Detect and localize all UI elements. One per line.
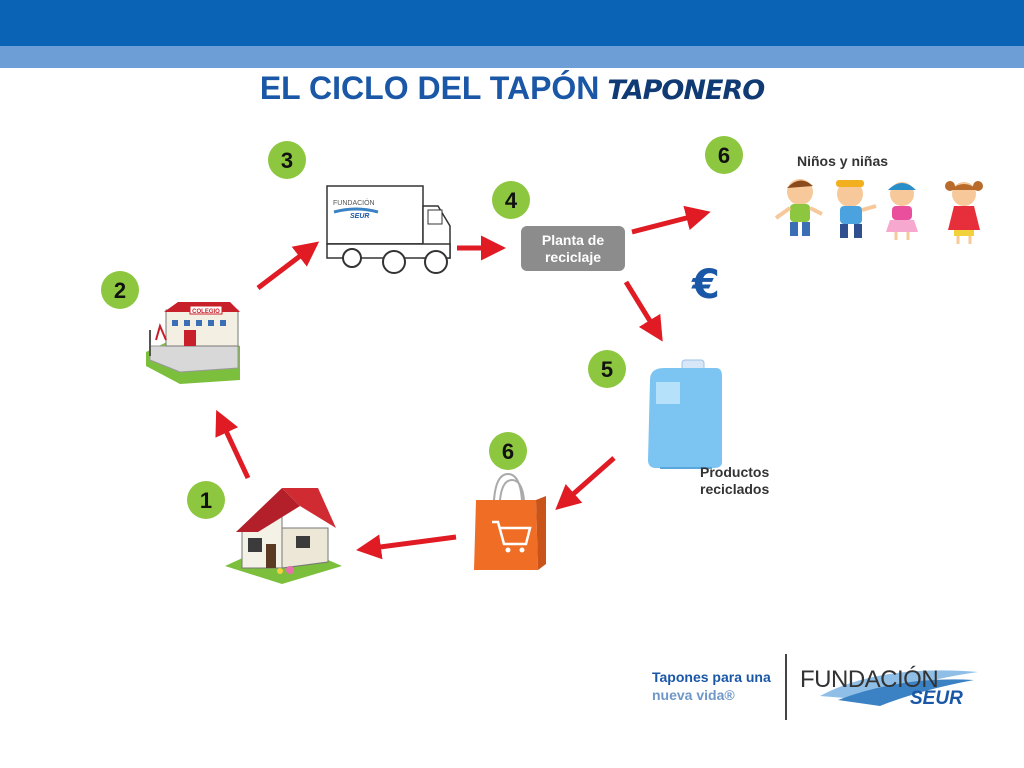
arrow-plant-to-products (623, 280, 663, 342)
flow-arrows (215, 205, 711, 560)
arrow-house-to-school (215, 409, 251, 480)
arrow-shop-to-house (356, 534, 457, 560)
arrow-plant-to-children (631, 205, 711, 235)
children-label: Niños y niñas (797, 153, 889, 169)
header-subband (0, 46, 1024, 68)
step-badge-4: 4 (492, 181, 530, 219)
house-icon (225, 488, 342, 584)
school-sign: COLEGIO (192, 309, 220, 315)
seur-swoosh-icon (820, 670, 978, 706)
taponero-brand: TAPONERO (607, 75, 765, 106)
step-number-6b: 6 (502, 439, 514, 464)
children-icon (774, 179, 983, 244)
title-main: EL CICLO DEL TAPÓN (259, 70, 600, 106)
step-number-4: 4 (505, 188, 518, 213)
step-number-3: 3 (281, 148, 293, 173)
detergent-jug-icon (648, 359, 722, 469)
header-band (0, 0, 1024, 46)
fundacion-seur-logo: FUNDACIÓN SEUR (800, 666, 963, 709)
footer-divider (785, 654, 787, 720)
step-number-2: 2 (114, 278, 126, 303)
step-number-6a: 6 (718, 143, 730, 168)
truck-brand-text: FUNDACIÓN (333, 198, 375, 207)
step-number-5: 5 (601, 357, 613, 382)
school-icon: COLEGIO (146, 302, 240, 384)
step-badge-1: 1 (187, 481, 225, 519)
arrow-school-to-truck (256, 241, 320, 290)
products-label-line1: Productos (700, 464, 770, 480)
tagline-line1: Tapones para una (652, 669, 771, 685)
step-badge-2: 2 (101, 271, 139, 309)
tagline-line2: nueva vida® (652, 687, 735, 703)
plant-label-line2: reciclaje (544, 248, 602, 265)
step-badge-5: 5 (588, 350, 626, 388)
step-badge-6-shop: 6 (489, 432, 527, 470)
step-badge-6-children: 6 (705, 136, 743, 174)
truck-brand-sub: SEUR (350, 213, 369, 220)
logo-fundacion-text: FUNDACIÓN (800, 666, 939, 693)
recycling-plant-label: Planta de reciclaje (521, 226, 625, 271)
step-number-1: 1 (200, 488, 212, 513)
plant-label-line1: Planta de (541, 231, 605, 248)
euro-icon: € (692, 262, 720, 308)
arrow-products-to-shop (555, 456, 616, 510)
step-badge-3: 3 (268, 141, 306, 179)
products-label-line2: reciclados (700, 481, 770, 497)
products-label: Productos reciclados (700, 464, 800, 498)
logo-seur-text: SEUR (910, 688, 963, 709)
shopping-bag-icon (474, 472, 546, 570)
footer-tagline: Tapones para una nueva vida® (652, 668, 771, 704)
truck-icon: FUNDACIÓN SEUR (326, 185, 451, 274)
